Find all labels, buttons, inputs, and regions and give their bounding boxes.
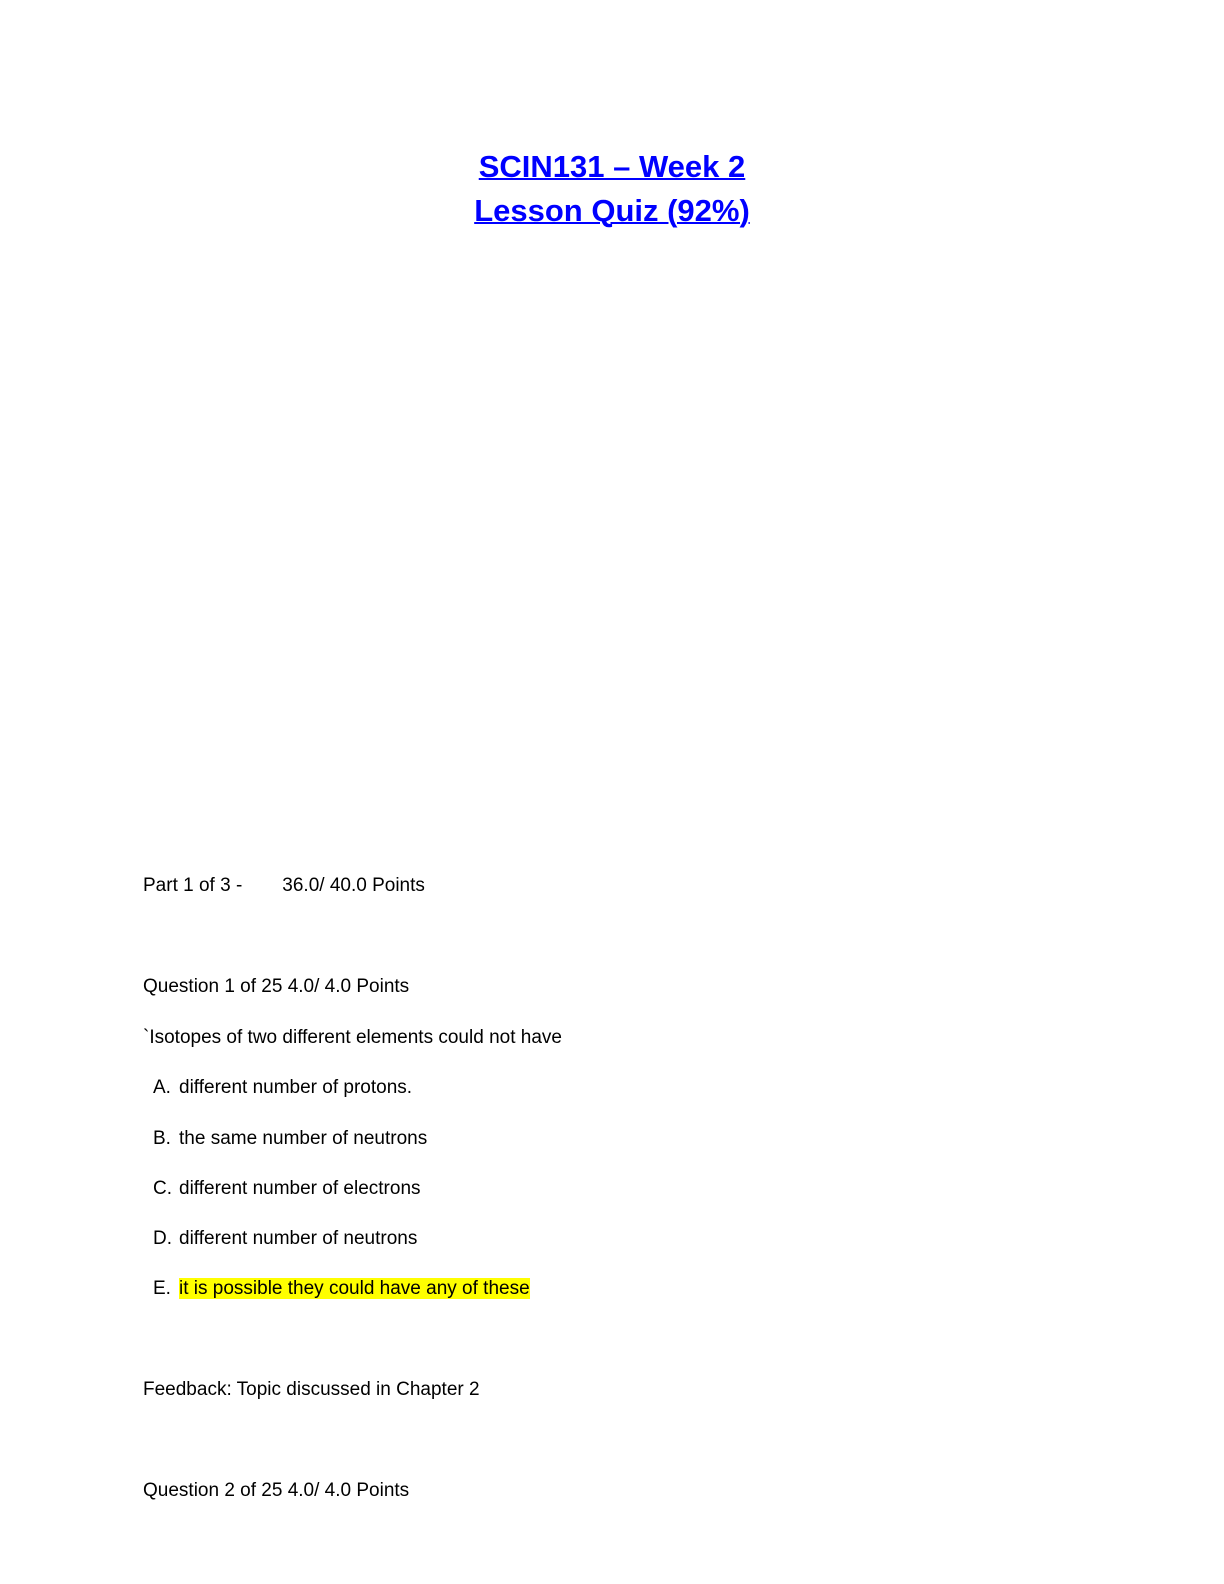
option-letter: C. xyxy=(153,1178,172,1199)
question-header: Question 2 of 25 4.0/ 4.0 Points xyxy=(143,1480,410,1501)
option-letter: A. xyxy=(153,1077,171,1098)
part-score: Part 1 of 3 - 36.0/ 40.0 Points xyxy=(143,875,425,897)
option-letter: E. xyxy=(153,1278,171,1299)
answer-option-d: D. different number of neutrons xyxy=(153,1228,417,1250)
option-letter: D. xyxy=(153,1228,172,1249)
option-text: different number of neutrons xyxy=(179,1228,418,1249)
answer-option-b: B. the same number of neutrons xyxy=(153,1128,427,1150)
option-letter: B. xyxy=(153,1128,171,1149)
answer-option-e: E. it is possible they could have any of … xyxy=(153,1278,530,1300)
question-header: Question 1 of 25 4.0/ 4.0 Points xyxy=(143,976,410,997)
question-prompt: `Isotopes of two different elements coul… xyxy=(143,1027,562,1048)
answer-option-c: C. different number of electrons xyxy=(153,1178,421,1200)
option-text: the same number of neutrons xyxy=(179,1128,428,1149)
option-text: different number of protons. xyxy=(179,1077,413,1098)
option-text: different number of electrons xyxy=(179,1178,421,1199)
document-title: SCIN131 – Week 2 Lesson Quiz (92%) xyxy=(0,145,1224,233)
answer-option-a: A. different number of protons. xyxy=(153,1077,412,1099)
title-link-line1[interactable]: SCIN131 – Week 2 xyxy=(478,149,746,184)
part-points: 36.0/ 40.0 Points xyxy=(282,875,425,896)
title-link-line2[interactable]: Lesson Quiz (92%) xyxy=(474,193,750,228)
part-label: Part 1 of 3 - xyxy=(143,875,243,896)
feedback-text: Feedback: Topic discussed in Chapter 2 xyxy=(143,1379,480,1400)
highlighted-answer-text: it is possible they could have any of th… xyxy=(179,1278,530,1299)
